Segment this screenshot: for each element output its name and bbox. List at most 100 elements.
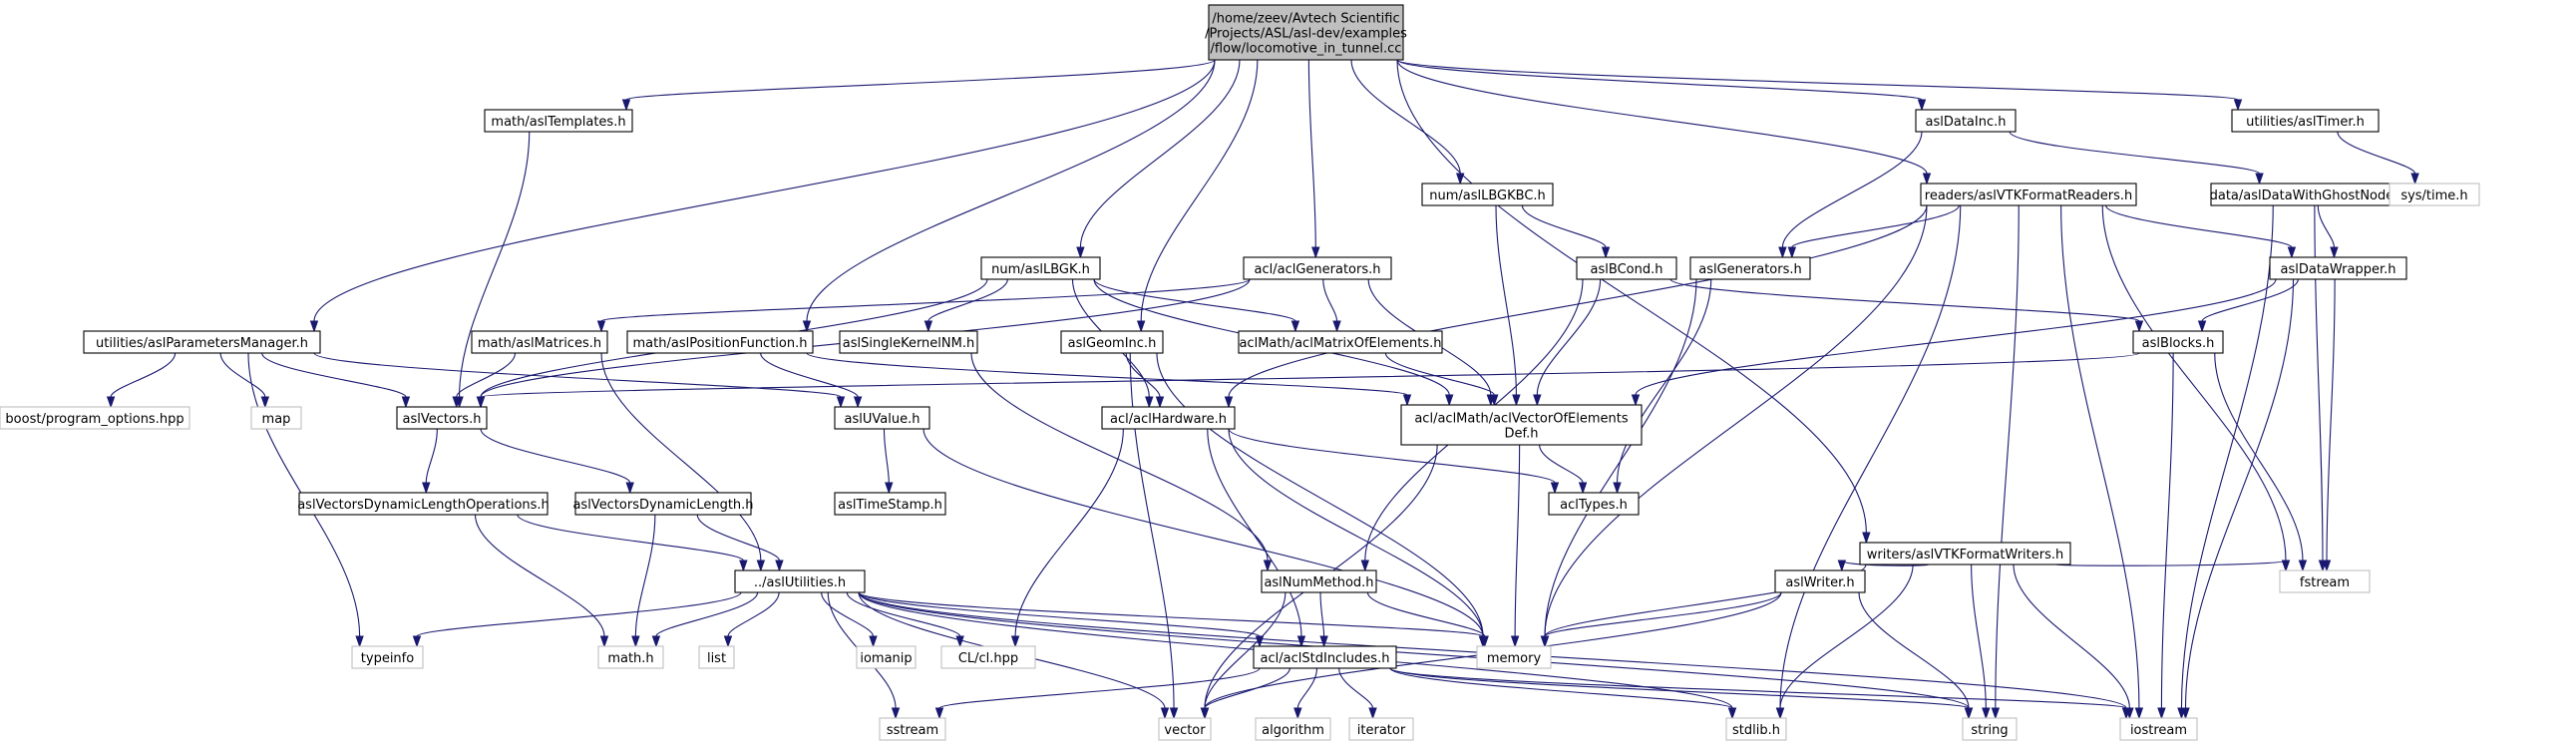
node-asldatawithghostnodes[interactable]: data/aslDataWithGhostNodes.h [2210, 183, 2413, 206]
edge-line [416, 591, 742, 637]
edge-arrowhead [1145, 396, 1154, 409]
edge-arrowhead [1332, 320, 1341, 333]
edge-aslmatrices-to-aslutilities [600, 352, 766, 572]
node-aslsinglekernelnm[interactable]: aslSingleKernelNM.h [839, 330, 978, 354]
node-box [1915, 109, 2017, 133]
edge-arrowhead [1510, 635, 1520, 648]
edge-root-to-aclgenerators [1307, 59, 1320, 259]
edge-arrowhead [1775, 707, 1785, 720]
node-box [879, 717, 946, 741]
node-label: /flow/locomotive_in_tunnel.cc [1211, 42, 1402, 57]
node-aslgeominc[interactable]: aslGeomInc.h [1060, 330, 1164, 354]
edge-arrowhead [2298, 560, 2308, 572]
node-aslvectorsdl[interactable]: aslVectorsDynamicLength.h [572, 492, 754, 516]
node-box [574, 492, 752, 516]
node-aslmatrices[interactable]: math/aslMatrices.h [471, 330, 608, 354]
node-label: aslTimeStamp.h [838, 498, 942, 513]
node-label: list [707, 651, 726, 666]
edge-line [1319, 591, 1325, 637]
edge-arrowhead [1200, 707, 1210, 720]
node-aslwriter[interactable]: aslWriter.h [1774, 569, 1866, 593]
node-box [396, 406, 488, 430]
node-asllbgk[interactable]: num/aslLBGK.h [980, 256, 1101, 280]
edge-aclhardware-to-clhpp [1010, 428, 1124, 648]
node-label: boost/program_options.hpp [5, 412, 184, 427]
node-label: readers/aslVTKFormatReaders.h [1925, 188, 2132, 203]
node-acltypes[interactable]: aclTypes.h [1548, 492, 1640, 516]
edge-arrowhead [2322, 560, 2332, 572]
node-label: aslDataWrapper.h [2281, 262, 2396, 277]
node-box [856, 645, 917, 669]
node-label: typeinfo [361, 651, 414, 666]
edge-asldatawithghostnodes-to-asldatawrapper [2317, 204, 2339, 259]
node-aslpositionfunction[interactable]: math/aslPositionFunction.h [626, 330, 814, 354]
node-asllbgkbc[interactable]: num/aslLBGKBC.h [1421, 183, 1554, 206]
node-iterator: iterator [1348, 717, 1414, 741]
node-label: num/aslLBGK.h [991, 262, 1090, 277]
node-aclhardware[interactable]: acl/aclHardware.h [1101, 406, 1236, 430]
node-aslutilities[interactable]: ../aslUtilities.h [734, 569, 866, 593]
edge-arrowhead [1601, 246, 1611, 259]
edge-line [1228, 428, 1484, 637]
edge-arrowhead [2281, 560, 2291, 572]
edge-arrowhead [2134, 707, 2144, 720]
edge-line [625, 59, 1216, 101]
node-aslparametersmanager[interactable]: utilities/aslParametersManager.h [83, 330, 321, 354]
node-asltimer[interactable]: utilities/aslTimer.h [2231, 109, 2380, 133]
node-aclmatrixofelements[interactable]: aclMath/aclMatrixOfElements.h [1238, 330, 1443, 354]
edge-arrowhead [802, 320, 812, 333]
node-aslbcond[interactable]: aslBCond.h [1576, 256, 1677, 280]
node-asltemplates[interactable]: math/aslTemplates.h [484, 109, 633, 133]
node-root[interactable]: /home/zeev/Avtech Scientific/Projects/AS… [1205, 4, 1407, 61]
edge-arrowhead [1293, 707, 1302, 720]
edge-line [1669, 278, 2140, 322]
edge-line [1389, 667, 1733, 709]
edge-arrowhead [1631, 394, 1641, 407]
edge-arrowhead [1290, 320, 1300, 333]
edge-arrowhead [1778, 246, 1787, 259]
node-aclstdincludes[interactable]: acl/aclStdIncludes.h [1253, 645, 1397, 669]
edge-asldatawrapper-to-iostream [2181, 278, 2295, 720]
edge-line [1307, 59, 1316, 248]
edge-line [1544, 278, 1697, 637]
edge-arrowhead [2181, 707, 2190, 720]
node-asldatainc[interactable]: aslDataInc.h [1915, 109, 2017, 133]
edge-line [517, 514, 744, 562]
node-asltimestamp[interactable]: aslTimeStamp.h [834, 492, 946, 516]
node-aslvtkformatreaders[interactable]: readers/aslVTKFormatReaders.h [1920, 183, 2137, 206]
node-aslvtkformatwriters[interactable]: writers/aslVTKFormatWriters.h [1859, 542, 2071, 565]
edge-arrowhead [1982, 707, 1991, 720]
node-asldatawrapper[interactable]: aslDataWrapper.h [2269, 256, 2407, 280]
edge-arrowhead [2157, 707, 2166, 720]
edge-root-to-aslgeominc [1136, 59, 1259, 333]
node-aslnummethod[interactable]: aslNumMethod.h [1261, 569, 1377, 593]
edge-aclstdincludes-to-algorithm [1293, 667, 1318, 720]
node-box [1920, 183, 2137, 206]
edge-asllbgk-to-aclmatrixofelements [1093, 278, 1300, 333]
node-aslblocks[interactable]: aslBlocks.h [2132, 330, 2224, 354]
node-label: aclTypes.h [1560, 498, 1628, 513]
edge-arrowhead [1360, 560, 1369, 572]
edge-line [1204, 667, 1290, 709]
edge-arrowhead [1991, 707, 2001, 720]
edge-arrowhead [955, 635, 964, 648]
edge-line [480, 428, 631, 484]
node-label: iomanip [860, 651, 912, 666]
edge-line [1544, 591, 1782, 637]
edge-root-to-aslvtkformatwriters [1396, 59, 1871, 545]
edge-line [883, 428, 890, 484]
node-label: acl/aclMath/aclVectorOfElements [1414, 412, 1629, 427]
node-asluvalue[interactable]: aslUValue.h [834, 406, 930, 430]
edge-arrowhead [1550, 482, 1560, 495]
edge-line [2054, 560, 2287, 566]
node-aslvectors[interactable]: aslVectors.h [396, 406, 488, 430]
node-aclgenerators[interactable]: acl/aclGenerators.h [1243, 256, 1392, 280]
node-aslgenerators[interactable]: aslGenerators.h [1689, 256, 1811, 280]
node-label: sstream [887, 723, 938, 738]
edge-line [1140, 59, 1259, 322]
node-aslvectorsdlo[interactable]: aslVectorsDynamicLengthOperations.h [297, 492, 550, 516]
edge-aclhardware-to-acltypes [1228, 428, 1560, 495]
edge-line [1514, 444, 1521, 637]
edge-line [1396, 59, 1928, 175]
